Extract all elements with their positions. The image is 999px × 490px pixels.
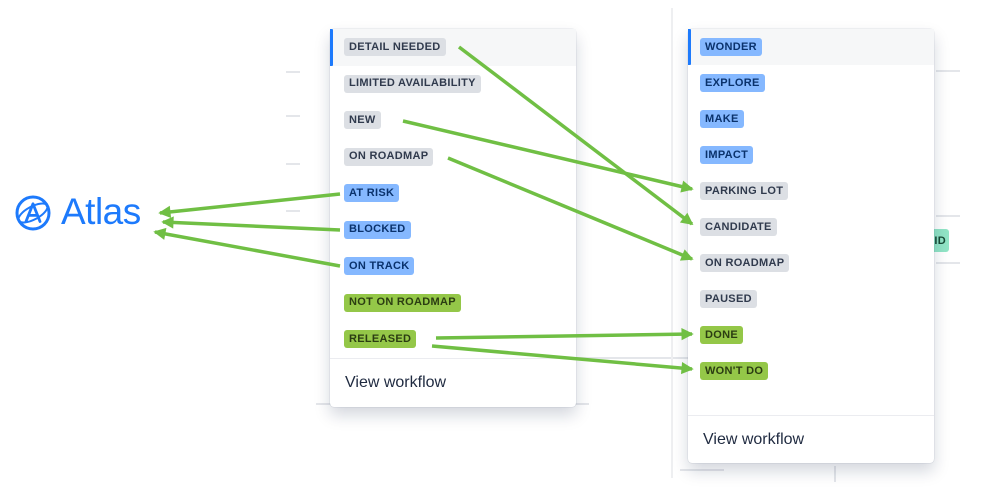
- atlas-wordmark: Atlas: [61, 190, 141, 232]
- background-status-badge-fragment: ID: [929, 229, 949, 252]
- menu-item-impact[interactable]: IMPACT: [688, 137, 934, 173]
- status-lozenge-paused: PAUSED: [700, 290, 757, 308]
- arrow-blocked-to-atlas: [161, 216, 341, 232]
- background-row-line: [936, 215, 960, 217]
- menu-item-candidate[interactable]: CANDIDATE: [688, 209, 934, 245]
- background-column-line: [671, 8, 673, 478]
- menu-item-explore[interactable]: EXPLORE: [688, 65, 934, 101]
- menu-item-on-roadmap[interactable]: ON ROADMAP: [688, 245, 934, 281]
- status-lozenge-on-roadmap: ON ROADMAP: [344, 147, 434, 166]
- status-menu-list-right: WONDER EXPLORE MAKE IMPACT PARKING LOT CANDID…: [688, 29, 934, 389]
- background-column-line: [834, 466, 836, 482]
- status-lozenge-at-risk: AT RISK: [344, 184, 400, 203]
- menu-item-limited-availability[interactable]: LIMITED AVAILABILITY: [330, 66, 576, 103]
- status-dropdown-left: DETAIL NEEDED LIMITED AVAILABILITY NEW ON R…: [330, 29, 576, 407]
- atlas-logo: Atlas: [13, 190, 141, 236]
- menu-item-won-t-do[interactable]: WON'T DO: [688, 353, 934, 389]
- status-lozenge-on-track: ON TRACK: [344, 257, 415, 276]
- status-lozenge-wonder: WONDER: [700, 38, 762, 56]
- background-row-line: [936, 262, 960, 264]
- menu-item-released[interactable]: RELEASED: [330, 321, 576, 358]
- status-lozenge-blocked: BLOCKED: [344, 220, 411, 239]
- status-lozenge-detail-needed: DETAIL NEEDED: [344, 38, 446, 57]
- view-workflow-link-left[interactable]: View workflow: [345, 373, 447, 391]
- status-lozenge-make: MAKE: [700, 110, 744, 128]
- status-lozenge-parking-lot: PARKING LOT: [700, 182, 789, 200]
- background-row-line: [573, 403, 589, 405]
- background-row-line: [316, 403, 332, 405]
- view-workflow-link-right[interactable]: View workflow: [703, 430, 805, 448]
- background-row-line: [286, 71, 300, 73]
- status-lozenge-released: RELEASED: [344, 330, 417, 349]
- menu-item-paused[interactable]: PAUSED: [688, 281, 934, 317]
- menu-item-parking-lot[interactable]: PARKING LOT: [688, 173, 934, 209]
- menu-item-at-risk[interactable]: AT RISK: [330, 175, 576, 212]
- status-menu-list-left: DETAIL NEEDED LIMITED AVAILABILITY NEW ON R…: [330, 29, 576, 358]
- menu-item-not-on-roadmap[interactable]: NOT ON ROADMAP: [330, 285, 576, 322]
- background-row-line: [936, 70, 960, 72]
- status-lozenge-limited-availability: LIMITED AVAILABILITY: [344, 74, 481, 93]
- menu-item-on-track[interactable]: ON TRACK: [330, 248, 576, 285]
- background-row-line: [286, 163, 300, 165]
- status-lozenge-done: DONE: [700, 326, 743, 344]
- atlas-globe-icon: [13, 193, 53, 233]
- status-dropdown-right: WONDER EXPLORE MAKE IMPACT PARKING LOT CANDID…: [688, 29, 934, 463]
- status-lozenge-won-t-do: WON'T DO: [700, 362, 769, 380]
- menu-item-wonder[interactable]: WONDER: [688, 29, 934, 65]
- background-row-line: [286, 115, 300, 117]
- menu-item-make[interactable]: MAKE: [688, 101, 934, 137]
- menu-item-blocked[interactable]: BLOCKED: [330, 212, 576, 249]
- menu-item-detail-needed[interactable]: DETAIL NEEDED: [330, 29, 576, 66]
- status-lozenge-not-on-roadmap: NOT ON ROADMAP: [344, 293, 461, 312]
- menu-item-done[interactable]: DONE: [688, 317, 934, 353]
- menu-spacer: [688, 389, 934, 415]
- status-lozenge-explore: EXPLORE: [700, 74, 765, 92]
- arrow-at-risk-to-atlas: [158, 192, 341, 218]
- status-lozenge-on-roadmap: ON ROADMAP: [700, 254, 790, 272]
- background-row-line: [680, 469, 724, 471]
- menu-item-on-roadmap[interactable]: ON ROADMAP: [330, 139, 576, 176]
- menu-divider: [688, 415, 934, 416]
- status-lozenge-new: NEW: [344, 111, 381, 130]
- status-lozenge-candidate: CANDIDATE: [700, 218, 777, 236]
- status-lozenge-impact: IMPACT: [700, 146, 754, 164]
- menu-item-new[interactable]: NEW: [330, 102, 576, 139]
- background-row-line: [286, 210, 300, 212]
- arrow-on-track-to-atlas: [153, 227, 341, 268]
